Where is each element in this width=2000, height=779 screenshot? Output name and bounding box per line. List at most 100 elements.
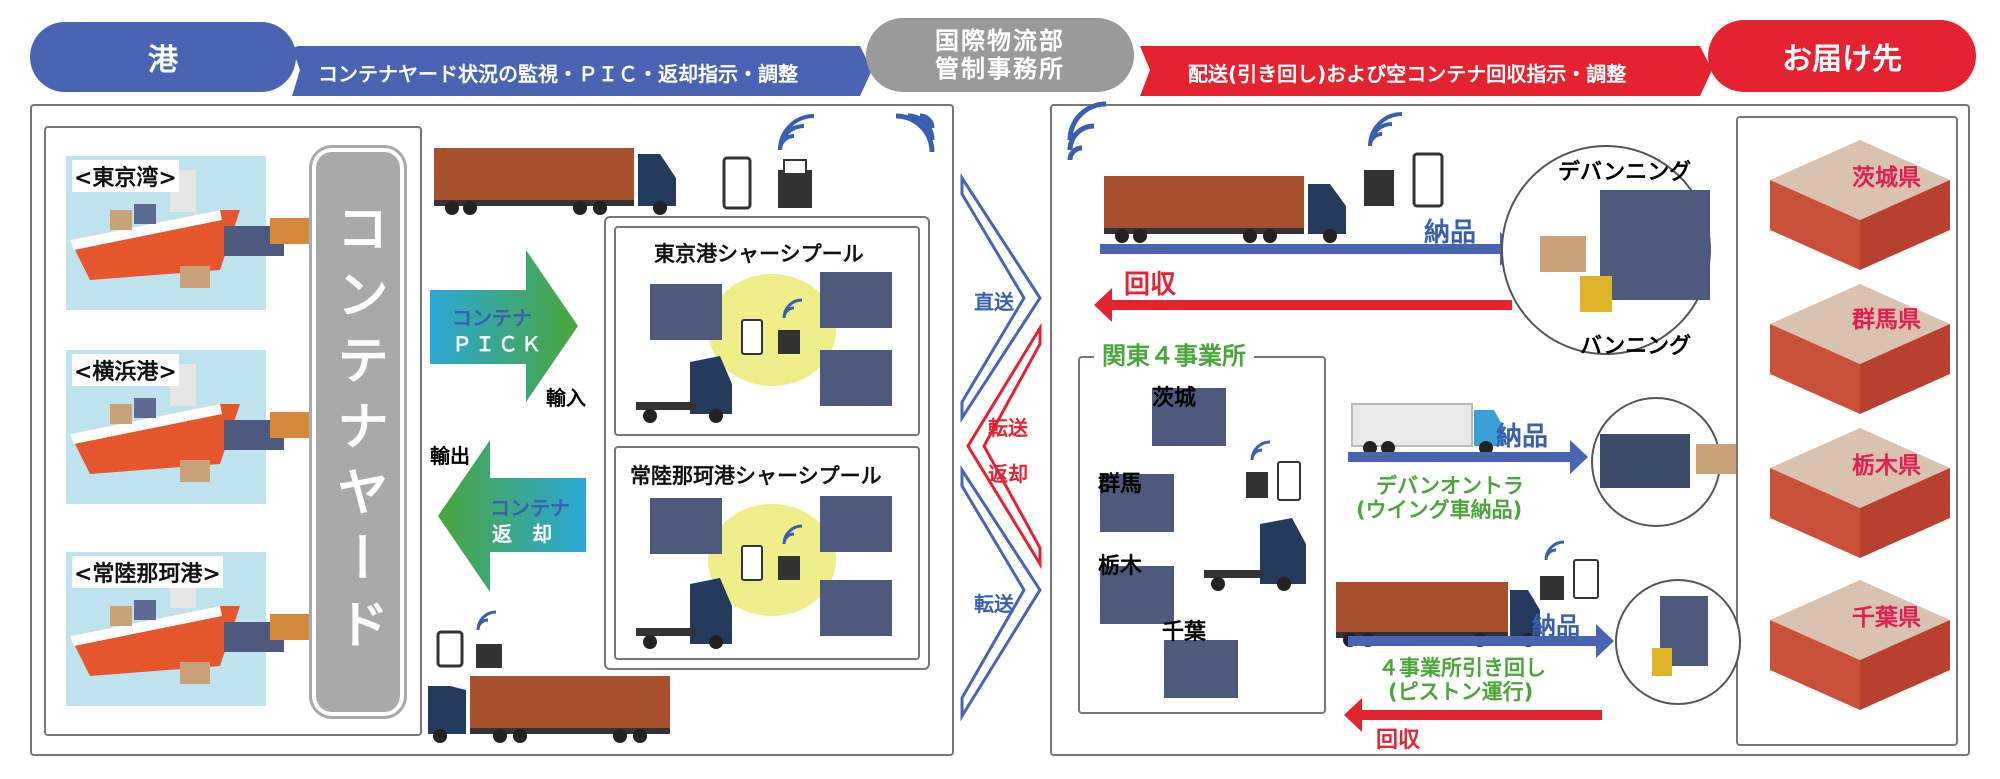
container-icon [820, 496, 892, 552]
container-icon [650, 284, 722, 340]
direct-label: 直送 [974, 290, 1014, 314]
kanto-offices-title: 関東４事業所 [1094, 336, 1254, 371]
container-icon [1152, 388, 1226, 446]
container-truck-icon [1104, 176, 1346, 243]
ship-icon [70, 364, 310, 482]
fax-icon [778, 330, 800, 354]
delivery-label-1: 納品 [1424, 218, 1477, 248]
transfer-chevron [960, 464, 1042, 722]
tablet-icon [722, 156, 752, 210]
container-icon [820, 580, 892, 636]
wifi-icon [1067, 101, 1107, 161]
fax-icon [1540, 576, 1564, 600]
port-label-yokohama: <横浜港> [72, 354, 179, 386]
container-truck-icon [428, 676, 670, 743]
transfer-label: 転送 [974, 592, 1014, 616]
header-shapes [292, 46, 1712, 96]
delivery-arrow-2 [1348, 440, 1588, 474]
delivery-label-2: 納品 [1496, 422, 1549, 452]
container-yard-label: コンテナヤード [327, 201, 388, 663]
destination-header-pill: お届け先 [1708, 20, 1976, 92]
pick-arrow [430, 250, 578, 402]
container-truck-icon [434, 148, 676, 215]
delivery-label-3: 納品 [1532, 612, 1580, 640]
tablet-icon [436, 630, 464, 668]
warehouse-icon [1770, 140, 1950, 270]
wifi-icon [782, 524, 803, 545]
wing-truck-icon [1351, 403, 1504, 455]
wifi-icon [1250, 440, 1271, 461]
control-office-line1: 国際物流部 [935, 27, 1065, 55]
delivery-arrow-3 [1348, 624, 1614, 658]
container-icon [1164, 640, 1238, 698]
devan-truck-label-1: デバンオントラ [1376, 474, 1525, 498]
destination-gunma: 群馬県 [1852, 307, 1921, 333]
wifi-icon [778, 114, 815, 151]
tablet-icon [1412, 152, 1444, 208]
control-office-line2: 管制事務所 [935, 55, 1065, 83]
vanning-label: バンニング [1580, 334, 1692, 359]
transfer-return-chevron [966, 322, 1042, 570]
pick-arrow-line1: コンテナ [452, 306, 532, 330]
destination-chiba: 千葉県 [1852, 605, 1921, 631]
container-icon [1100, 566, 1174, 624]
direct-chevron [960, 172, 1042, 424]
collect-label-2: 回収 [1376, 728, 1421, 753]
container-icon [650, 498, 722, 554]
wifi-icon [1544, 540, 1565, 561]
wifi-icon [895, 113, 935, 153]
box-icon [1540, 236, 1586, 272]
chassis-pool-hitachinaka-title: 常陸那珂港シャーシプール [630, 464, 882, 488]
office-label-chiba: 千葉 [1162, 620, 1207, 645]
return-arrow-line1: コンテナ [490, 496, 570, 520]
return-arrow [438, 440, 586, 592]
chassis-pool-tokyo-art [636, 272, 892, 423]
container-icon [820, 350, 892, 406]
forklift-icon [1652, 648, 1672, 676]
return-arrow-line2: 返 却 [492, 522, 552, 546]
devan-truck-label-2: (ウイング車納品) [1356, 498, 1523, 522]
port-label-hitachinaka: <常陸那珂港> [72, 556, 223, 588]
forklift-icon [1580, 276, 1612, 312]
control-office-pill: 国際物流部 管制事務所 [866, 18, 1134, 92]
wifi-icon [782, 298, 803, 319]
destination-ibaraki: 茨城県 [1852, 165, 1921, 191]
wifi-icon [1368, 112, 1403, 147]
warehouse-icon [1770, 428, 1950, 558]
tablet-icon [1277, 461, 1301, 501]
devanning-label: デバンニング [1558, 160, 1692, 185]
port-header-pill: 港 [30, 22, 296, 92]
right-banner-text: 配送(引き回し)および空コンテナ回収指示・調整 [1188, 62, 1627, 86]
container-icon [1600, 190, 1710, 300]
fax-icon [778, 556, 800, 580]
piston-label-2: (ピストン運行) [1388, 680, 1534, 704]
tablet-icon [741, 545, 763, 581]
box-icon [1696, 444, 1736, 474]
collect-label-1: 回収 [1124, 270, 1177, 300]
export-label: 輸出 [430, 444, 470, 468]
port-label-tokyo: <東京湾> [72, 160, 179, 192]
tractor-icon [636, 356, 732, 423]
fax-icon [778, 159, 812, 208]
transfer-return-label-2: 返却 [988, 462, 1028, 486]
wing-truck-icon [1600, 434, 1690, 488]
office-label-gunma: 群馬 [1098, 472, 1143, 497]
destination-tochigi: 栃木県 [1852, 453, 1921, 479]
tablet-icon [741, 319, 763, 355]
import-label: 輸入 [546, 386, 586, 410]
fax-icon [1246, 472, 1268, 498]
transfer-return-label-1: 転送 [988, 416, 1028, 440]
wifi-icon [476, 610, 497, 631]
fax-icon [1364, 170, 1394, 206]
container-yard-pill: コンテナヤード [312, 148, 404, 716]
office-label-tochigi: 栃木 [1098, 554, 1143, 579]
tablet-icon [1573, 559, 1599, 599]
chassis-pool-hitachinaka-art [636, 496, 892, 649]
tractor-icon [1204, 518, 1306, 591]
tractor-icon [636, 578, 732, 649]
office-label-ibaraki: 茨城 [1152, 386, 1197, 411]
warehouse-icon [1770, 284, 1950, 414]
